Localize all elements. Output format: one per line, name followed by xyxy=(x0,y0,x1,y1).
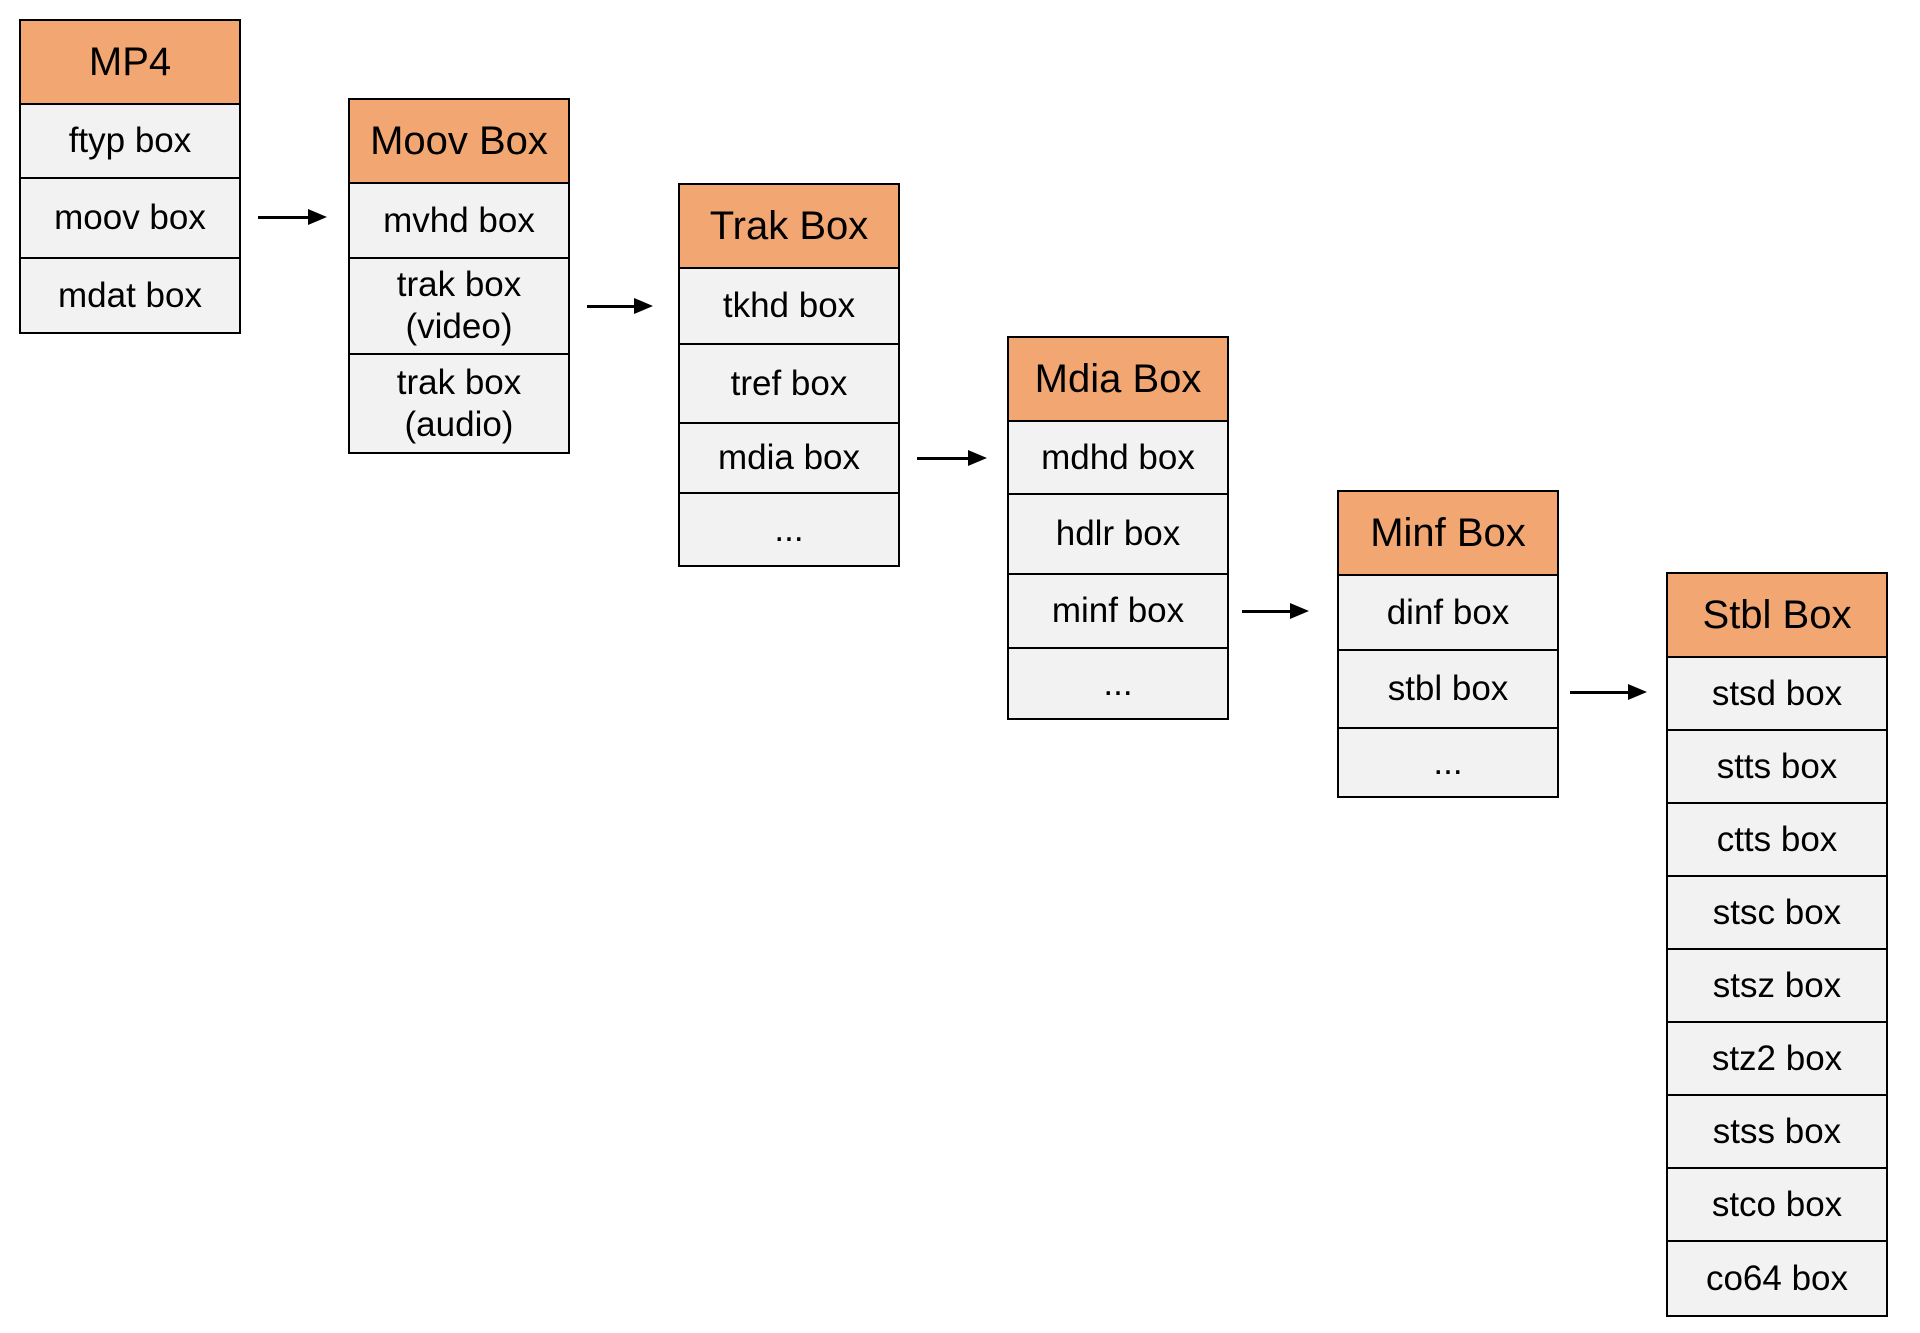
cell-mdat-box: mdat box xyxy=(21,259,239,332)
cell-mdhd-box: mdhd box xyxy=(1009,422,1227,495)
cell-trak-box-audio: trak box (audio) xyxy=(350,355,568,452)
cell-mdia-ellipsis: ... xyxy=(1009,649,1227,718)
cell-ctts-box: ctts box xyxy=(1668,804,1886,877)
trak-box: Trak Box tkhd box tref box mdia box ... xyxy=(678,183,900,567)
stbl-box: Stbl Box stsd box stts box ctts box stsc… xyxy=(1666,572,1888,1317)
minf-box: Minf Box dinf box stbl box ... xyxy=(1337,490,1559,798)
cell-trak-box-video: trak box (video) xyxy=(350,259,568,355)
cell-minf-ellipsis: ... xyxy=(1339,729,1557,796)
trak-box-header: Trak Box xyxy=(680,185,898,269)
cell-stss-box: stss box xyxy=(1668,1096,1886,1169)
cell-co64-box: co64 box xyxy=(1668,1242,1886,1315)
cell-mvhd-box: mvhd box xyxy=(350,184,568,259)
mp4-box: MP4 ftyp box moov box mdat box xyxy=(19,19,241,334)
arrow-shaft xyxy=(917,456,974,460)
cell-dinf-box: dinf box xyxy=(1339,576,1557,651)
stbl-box-header: Stbl Box xyxy=(1668,574,1886,658)
cell-stbl-box: stbl box xyxy=(1339,651,1557,729)
cell-stco-box: stco box xyxy=(1668,1169,1886,1242)
cell-tkhd-box: tkhd box xyxy=(680,269,898,345)
minf-box-header: Minf Box xyxy=(1339,492,1557,576)
cell-stsd-box: stsd box xyxy=(1668,658,1886,731)
cell-hdlr-box: hdlr box xyxy=(1009,495,1227,575)
mp4-box-header: MP4 xyxy=(21,21,239,105)
cell-mdia-box: mdia box xyxy=(680,424,898,494)
cell-stts-box: stts box xyxy=(1668,731,1886,804)
arrowhead-icon xyxy=(968,450,987,466)
arrowhead-icon xyxy=(634,298,653,314)
cell-minf-box: minf box xyxy=(1009,575,1227,649)
cell-stsz-box: stsz box xyxy=(1668,950,1886,1023)
cell-ftyp-box: ftyp box xyxy=(21,105,239,179)
arrowhead-icon xyxy=(1628,684,1647,700)
cell-tref-box: tref box xyxy=(680,345,898,424)
cell-trak-ellipsis: ... xyxy=(680,494,898,565)
mdia-box: Mdia Box mdhd box hdlr box minf box ... xyxy=(1007,336,1229,720)
arrow-shaft xyxy=(258,215,314,219)
cell-stsc-box: stsc box xyxy=(1668,877,1886,950)
moov-box: Moov Box mvhd box trak box (video) trak … xyxy=(348,98,570,454)
arrow-shaft xyxy=(587,304,640,308)
arrowhead-icon xyxy=(308,209,327,225)
arrowhead-icon xyxy=(1290,603,1309,619)
mdia-box-header: Mdia Box xyxy=(1009,338,1227,422)
cell-stz2-box: stz2 box xyxy=(1668,1023,1886,1096)
arrow-shaft xyxy=(1242,609,1296,613)
moov-box-header: Moov Box xyxy=(350,100,568,184)
cell-moov-box: moov box xyxy=(21,179,239,259)
arrow-shaft xyxy=(1570,690,1634,694)
